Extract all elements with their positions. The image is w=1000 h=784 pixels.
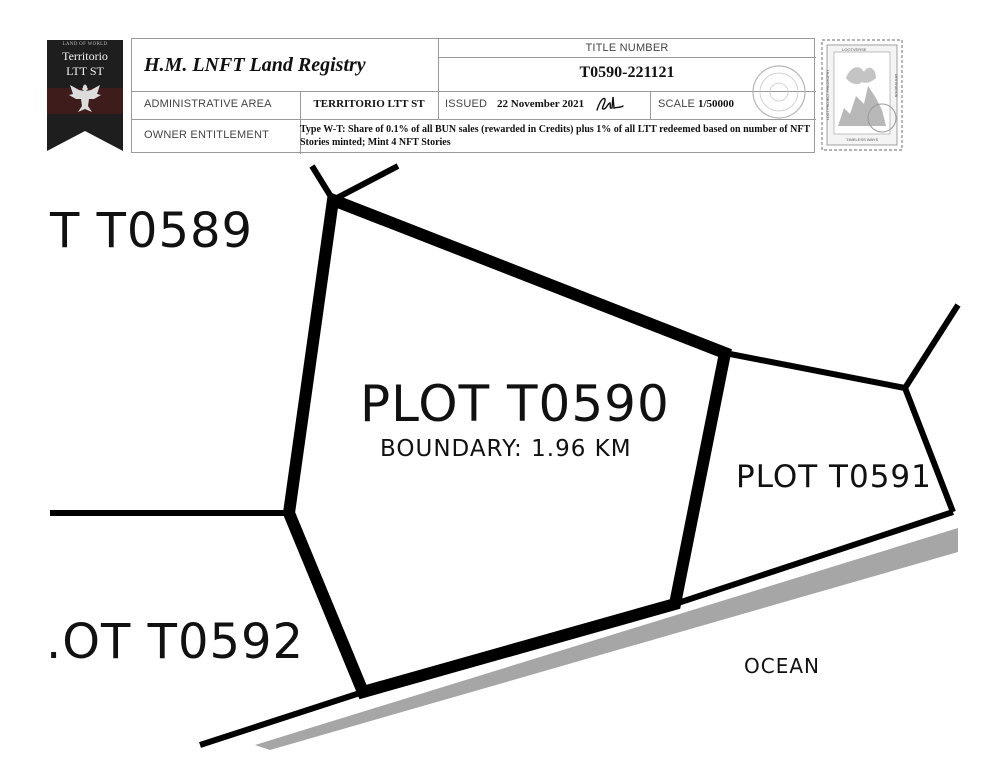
plot-t0592-label: .OT T0592 [46, 614, 305, 670]
plot-t0591-label: PLOT T0591 [736, 459, 932, 495]
badge-small-text: LAND OF WORLD [62, 42, 108, 47]
title-header-table: H.M. LNFT Land Registry TITLE NUMBER T05… [131, 38, 816, 154]
boundary-line [331, 163, 400, 203]
plot-t0590-boundary-text: BOUNDARY: 1.96 KM [380, 436, 632, 462]
admin-area-label: ADMINISTRATIVE AREA [144, 98, 272, 110]
issued-date: 22 November 2021 [497, 98, 585, 110]
scale-label: SCALE [658, 98, 696, 110]
territory-badge: LAND OF WORLD Territorio LTT ST [47, 40, 123, 151]
signature-icon [596, 96, 624, 111]
owner-entitlement-value: Type W-T: Share of 0.1% of all BUN sales… [300, 124, 810, 148]
badge-line-1: Territorio [62, 49, 108, 63]
stamp-bottom-text: TIMELESS WAYS [846, 137, 879, 142]
eagle-emblem-icon [69, 84, 101, 112]
boundary-line [674, 509, 954, 607]
owner-entitlement-label: OWNER ENTITLEMENT [144, 129, 270, 141]
boundary-line [724, 350, 906, 391]
coastline-band [255, 528, 958, 750]
ocean-label: OCEAN [744, 654, 820, 678]
title-number-value: T0590-221121 [579, 64, 675, 81]
boundary-line [199, 689, 364, 748]
boundary-line [902, 303, 961, 390]
postage-stamp-icon: LOOTVERSE LOOT PROJECT PHILOSOPHY DESTIN… [820, 38, 904, 152]
admin-area-value: TERRITORIO LTT ST [313, 98, 425, 110]
plot-t0589-label: T T0589 [50, 203, 254, 259]
plot-t0590-boundary [282, 191, 732, 700]
title-number-label: TITLE NUMBER [585, 42, 669, 54]
issued-label: ISSUED [445, 98, 488, 110]
plot-t0590-label: PLOT T0590 [360, 375, 670, 433]
seal-icon [752, 65, 806, 119]
stamp-top-text: LOOTVERSE [842, 47, 867, 52]
boundary-line [902, 386, 956, 514]
badge-line-2: LTT ST [66, 64, 104, 78]
registry-title: H.M. LNFT Land Registry [144, 54, 366, 76]
scale-value: 1/50000 [698, 98, 735, 110]
